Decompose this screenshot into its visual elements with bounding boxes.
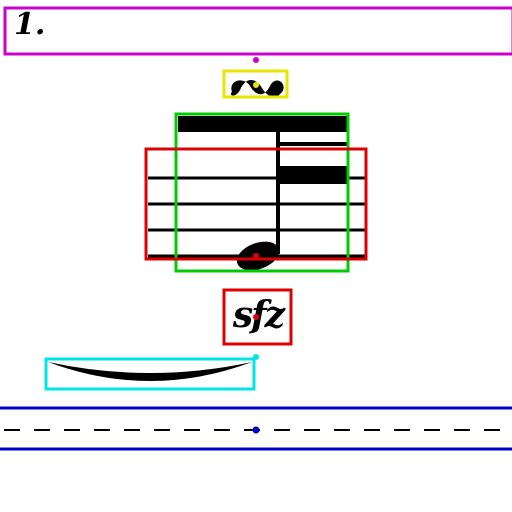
dynamic-box xyxy=(222,288,293,346)
slur-box xyxy=(44,357,256,391)
ornament-anchor xyxy=(253,82,259,88)
volta-bracket-box xyxy=(3,6,512,56)
staff-box xyxy=(144,147,368,261)
slur xyxy=(48,362,252,381)
turn-ornament-icon xyxy=(230,80,284,97)
staff-anchor xyxy=(253,253,259,259)
slur-anchor xyxy=(253,354,259,360)
volta-bracket-anchor xyxy=(253,57,259,63)
note-box xyxy=(174,112,350,273)
ornament-box xyxy=(222,69,289,99)
dynamic-anchor xyxy=(253,314,259,320)
beams xyxy=(178,116,348,184)
dynamic-label: sfz xyxy=(232,294,285,336)
dashed-line-box xyxy=(0,406,512,451)
volta-label: 1. xyxy=(14,7,46,42)
dashed-line-anchor xyxy=(252,426,260,434)
